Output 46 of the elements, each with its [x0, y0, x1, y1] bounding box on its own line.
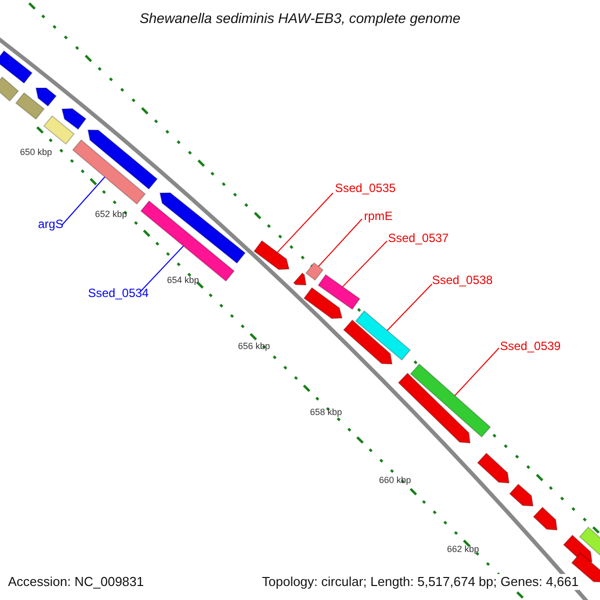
scale-label: 658 kbp	[310, 407, 342, 418]
gene-feature	[253, 240, 290, 270]
gene-feature	[476, 452, 510, 484]
leader-line	[342, 240, 388, 288]
footer-text: Topology: circular; Length: 5,517,674 bp; Genes: 4,661	[262, 574, 579, 590]
leader-line	[62, 176, 106, 226]
gene-feature	[0, 76, 19, 102]
gene-feature	[61, 108, 87, 130]
scale-label: 660 kbp	[379, 475, 412, 486]
gene-feature	[305, 262, 324, 281]
gene-feature	[303, 287, 343, 319]
scale-label: 656 kbp	[238, 341, 270, 352]
gene-feature	[35, 88, 57, 107]
gene-feature	[159, 192, 246, 264]
gene-feature	[292, 272, 307, 286]
gene-feature	[410, 363, 491, 438]
scale-label: 650 kbp	[20, 147, 52, 158]
leader-line	[276, 192, 334, 253]
scale-label: 652 kbp	[95, 209, 128, 220]
gene-label: Ssed_0535	[335, 181, 396, 196]
gene-feature	[532, 506, 558, 531]
leader-line	[140, 246, 184, 292]
leader-line	[318, 218, 362, 267]
leader-line	[454, 348, 500, 396]
footer-text: Accession: NC_009831	[8, 574, 144, 590]
gene-feature	[43, 115, 75, 145]
gene-feature	[579, 526, 600, 556]
scale-label: 662 kbp	[447, 544, 480, 555]
gene-label: argS	[38, 217, 64, 232]
gene-feature	[509, 484, 534, 507]
gene-feature	[355, 310, 411, 361]
gene-feature	[15, 92, 45, 120]
gene-label: rpmE	[364, 209, 393, 224]
gene-feature	[72, 139, 146, 205]
gene-feature	[343, 319, 393, 365]
gene-feature	[87, 130, 158, 190]
gene-feature	[318, 274, 360, 310]
gene-label: Ssed_0538	[432, 273, 493, 288]
gene-label: Ssed_0537	[388, 231, 449, 246]
gene-label: Ssed_0539	[500, 339, 561, 354]
gene-label: Ssed_0534	[88, 286, 149, 300]
title: Shewanella sediminis HAW-EB3, complete genome	[138, 10, 462, 27]
gene-feature	[398, 372, 471, 444]
leader-line	[386, 284, 432, 331]
scale-label: 654 kbp	[167, 275, 200, 286]
gene-feature	[0, 50, 33, 84]
